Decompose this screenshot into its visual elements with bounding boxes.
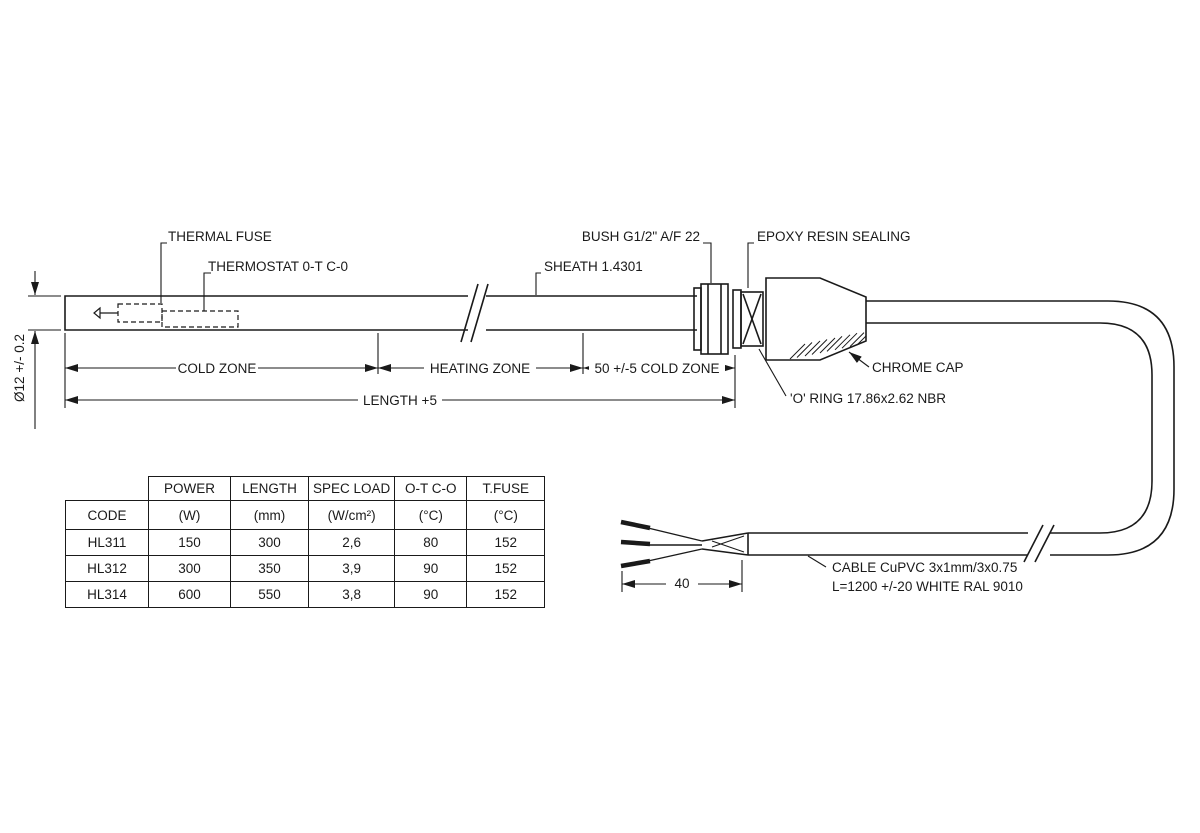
leader-bush [703, 242, 712, 283]
wire-3-tip [620, 558, 651, 569]
unit-ot-co: (°C) [394, 500, 468, 530]
thermostat-outline [161, 310, 239, 328]
thermal-fuse-lead [93, 306, 118, 320]
cell-spec-load: 2,6 [307, 529, 396, 556]
bush-nut [700, 283, 729, 355]
unit-spec-load: (W/cm²) [307, 500, 396, 530]
label-length: LENGTH +5 [363, 393, 437, 408]
o-ring-housing [740, 291, 764, 347]
cell-ot-co: 90 [394, 555, 468, 582]
unit-length: (mm) [230, 500, 309, 530]
label-sheath: SHEATH 1.4301 [544, 259, 643, 274]
col-header-tfuse: T.FUSE [466, 476, 546, 501]
bush-assembly [693, 277, 867, 361]
label-diameter: Ø12 +/- 0.2 [12, 334, 27, 402]
cell-length: 350 [230, 555, 309, 582]
leader-o-ring [758, 348, 787, 397]
unit-power: (W) [148, 500, 231, 530]
col-header-power: POWER [148, 476, 231, 501]
wire-2-tip [620, 539, 651, 547]
label-bush: BUSH G1/2" A/F 22 [582, 229, 700, 244]
leader-lines [160, 242, 870, 568]
internal-components [93, 303, 239, 328]
cell-tfuse: 152 [466, 581, 546, 608]
cable-top-run [866, 300, 1108, 324]
drawing-labels: THERMAL FUSE THERMOSTAT 0-T C-0 SHEATH 1… [12, 229, 1023, 594]
cell-length: 300 [230, 529, 309, 556]
label-wire-length: 40 [674, 576, 689, 591]
cell-length: 550 [230, 581, 309, 608]
wire-3 [647, 548, 703, 562]
label-cable-spec-2: L=1200 +/-20 WHITE RAL 9010 [832, 579, 1023, 594]
cell-code: HL311 [65, 529, 149, 556]
chrome-cap-outline [765, 277, 867, 361]
cable [620, 300, 1175, 569]
leader-sheath [535, 272, 541, 295]
label-heating-zone: HEATING ZONE [430, 361, 530, 376]
cell-spec-load: 3,9 [307, 555, 396, 582]
cell-power: 150 [148, 529, 231, 556]
label-cable-spec-1: CABLE CuPVC 3x1mm/3x0.75 [832, 560, 1017, 575]
cell-code: HL314 [65, 581, 149, 608]
col-header-spec-load: SPEC LOAD [307, 476, 396, 501]
cell-ot-co: 80 [394, 529, 468, 556]
cell-spec-load: 3,8 [307, 581, 396, 608]
cell-power: 300 [148, 555, 231, 582]
spec-table-header-row: POWER LENGTH SPEC LOAD O-T C-O T.FUSE [66, 476, 546, 501]
wire-1-tip [620, 519, 651, 531]
leader-thermostat [203, 272, 211, 311]
spec-table-units-row: CODE (W) (mm) (W/cm²) (°C) (°C) [65, 500, 546, 530]
label-epoxy: EPOXY RESIN SEALING [757, 229, 911, 244]
text-backgrounds [176, 360, 725, 591]
label-cold-zone: COLD ZONE [178, 361, 257, 376]
leader-thermal-fuse [160, 242, 167, 303]
col-header-code: CODE [65, 500, 149, 530]
label-thermostat: THERMOSTAT 0-T C-0 [208, 259, 348, 274]
epoxy-collar [732, 289, 742, 349]
unit-tfuse: (°C) [466, 500, 546, 530]
table-row: HL312 300 350 3,9 90 152 [65, 555, 546, 582]
cell-code: HL312 [65, 555, 149, 582]
heater-tube [64, 283, 697, 343]
label-cold-zone-right: 50 +/-5 COLD ZONE [595, 361, 720, 376]
spec-table: POWER LENGTH SPEC LOAD O-T C-O T.FUSE CO… [65, 476, 546, 608]
cable-curve-outer [1107, 300, 1175, 556]
label-thermal-fuse: THERMAL FUSE [168, 229, 272, 244]
spec-table-container: POWER LENGTH SPEC LOAD O-T C-O T.FUSE CO… [65, 476, 546, 608]
wire-1 [647, 527, 703, 542]
table-row: HL314 600 550 3,8 90 152 [65, 581, 546, 608]
o-ring-cross-2 [742, 293, 762, 345]
label-chrome-cap: CHROME CAP [872, 360, 964, 375]
table-row: HL311 150 300 2,6 80 152 [65, 529, 546, 556]
col-header-ot-co: O-T C-O [394, 476, 468, 501]
cell-tfuse: 152 [466, 555, 546, 582]
spec-table-blank-cell [66, 477, 149, 501]
leader-chrome-cap [848, 351, 870, 368]
cable-curve-inner [1099, 322, 1153, 534]
label-o-ring: 'O' RING 17.86x2.62 NBR [790, 391, 946, 406]
cell-power: 600 [148, 581, 231, 608]
flange-washer [693, 287, 702, 351]
cell-ot-co: 90 [394, 581, 468, 608]
leader-cable-spec [807, 555, 827, 568]
thermal-fuse-outline [117, 303, 163, 323]
col-header-length: LENGTH [230, 476, 309, 501]
cell-tfuse: 152 [466, 529, 546, 556]
chrome-cap-hatching [789, 332, 867, 360]
leader-epoxy [747, 242, 754, 288]
